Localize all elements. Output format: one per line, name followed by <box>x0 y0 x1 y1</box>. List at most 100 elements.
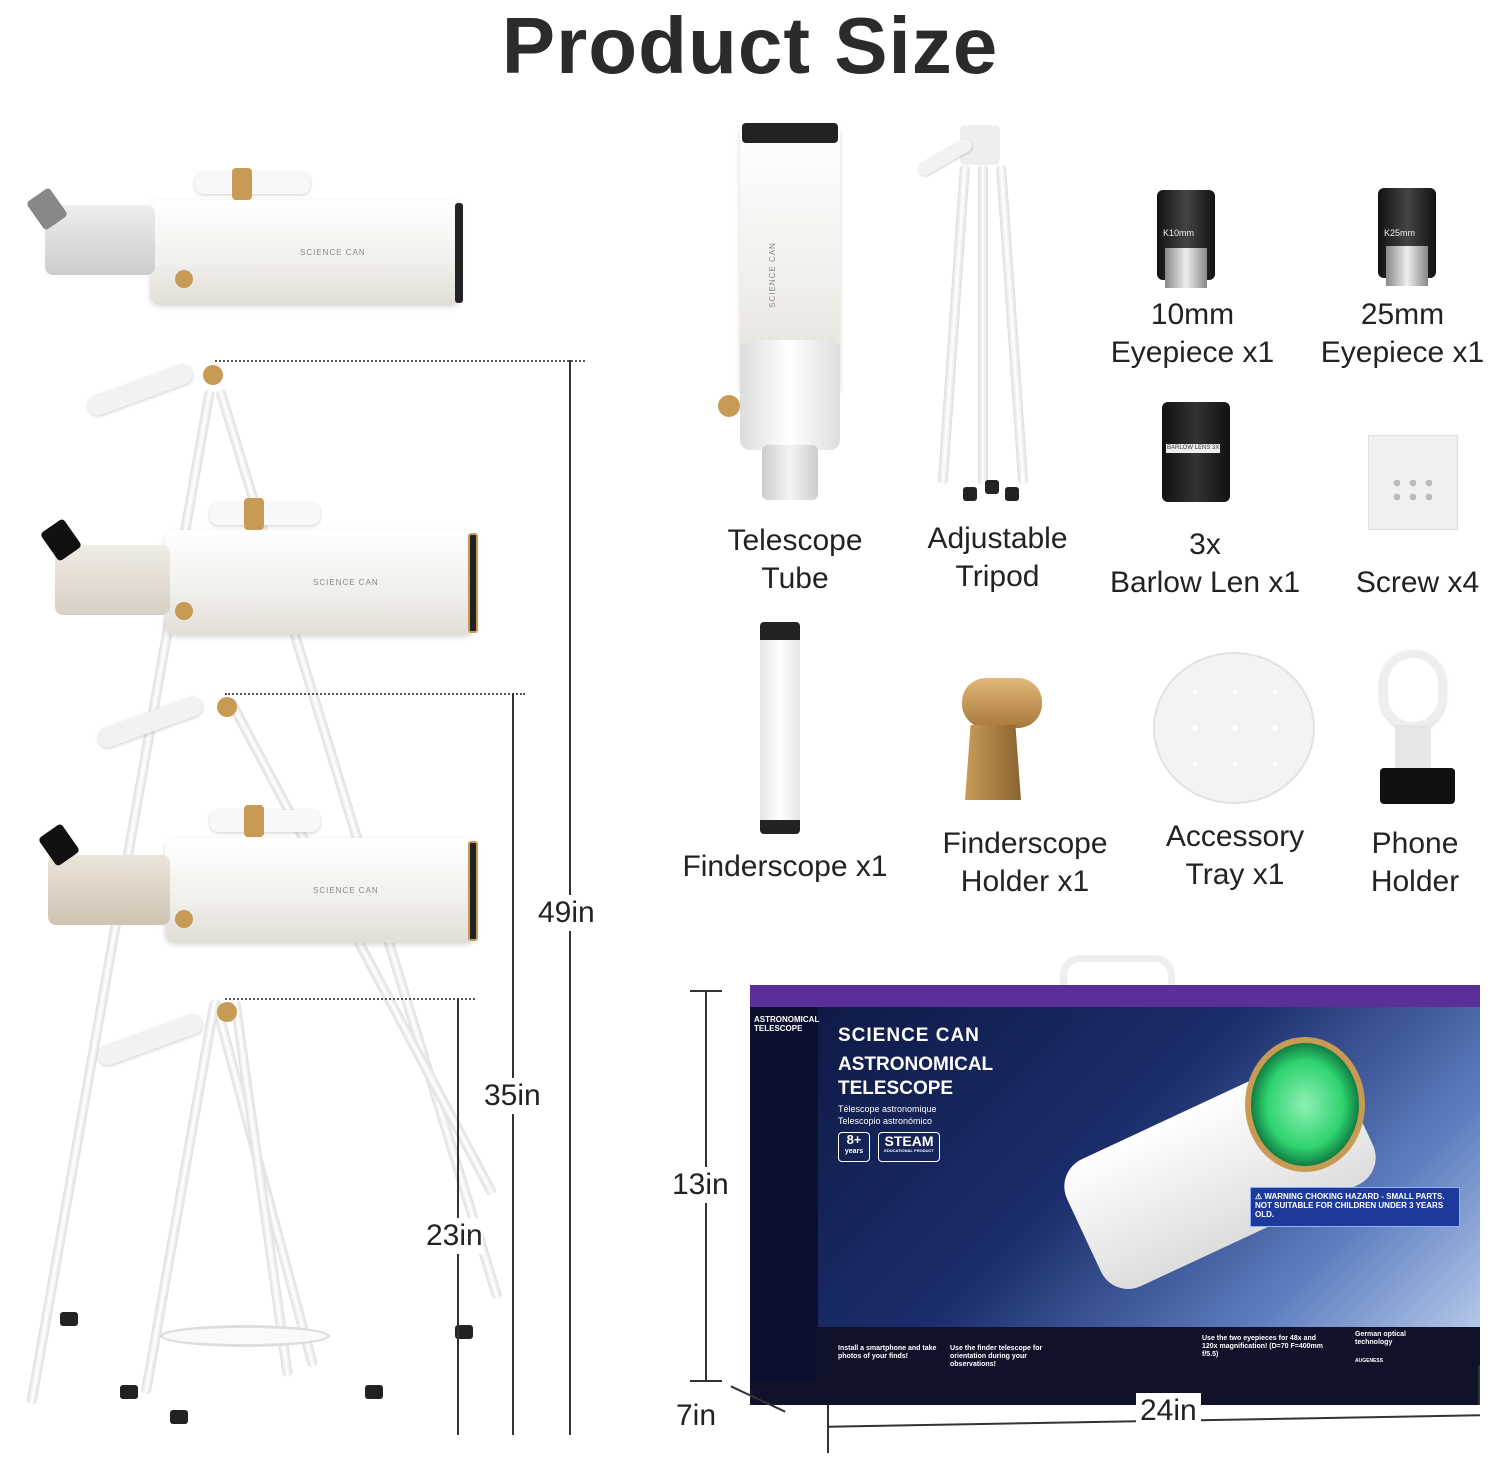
eyepiece-25mm-icon: K25mm <box>1378 188 1436 286</box>
phone-holder-icon <box>1380 650 1446 730</box>
box-height-label: 13in <box>672 1167 729 1203</box>
knob <box>175 910 193 928</box>
box-brand: SCIENCE CAN <box>838 1025 980 1046</box>
label-finderscope: Finderscope x1 <box>682 850 888 883</box>
tripod-tray <box>160 1325 330 1347</box>
label-phone-holder: Phone Holder <box>1370 827 1460 898</box>
label-barlow: 3x Barlow Len x1 <box>1109 528 1301 599</box>
phone-clamp <box>1380 768 1455 804</box>
age-unit: years <box>844 1147 864 1155</box>
screws <box>1389 476 1439 506</box>
finderscope-holder-icon <box>962 678 1042 728</box>
tripod-leg <box>230 999 293 1377</box>
box-feature-strip <box>818 1327 1480 1380</box>
height-label-max: 49in <box>538 895 595 931</box>
age-value: 8+ <box>846 1132 862 1147</box>
dim-tick <box>827 1405 829 1453</box>
tube-logo: SCIENCE CAN <box>313 886 379 895</box>
page-title: Product Size <box>501 1 999 90</box>
height-guide <box>215 360 585 362</box>
label-screw: Screw x4 <box>1355 566 1480 599</box>
height-line-23 <box>457 998 459 1435</box>
label-tripod: Adjustable Tripod <box>927 522 1068 593</box>
tripod-foot <box>170 1410 188 1424</box>
box-warning: ⚠ WARNING CHOKING HAZARD - SMALL PARTS. … <box>1250 1187 1460 1227</box>
diagonal <box>55 545 170 615</box>
tripod-leg <box>996 164 1029 485</box>
tripod-foot <box>365 1385 383 1399</box>
barlow-lens-icon: BARLOW LENS 3X <box>1162 402 1230 502</box>
box-depth-label: 7in <box>676 1399 717 1432</box>
tripod-leg <box>978 165 988 485</box>
focus-knob <box>718 395 740 417</box>
holder-base <box>965 725 1021 800</box>
telescope-tube <box>150 200 460 305</box>
lens-rim <box>468 841 478 941</box>
pan-handle <box>94 1011 206 1069</box>
label-10mm-eyepiece: 10mm Eyepiece x1 <box>1110 298 1275 369</box>
box-side-title: ASTRONOMICAL TELESCOPE <box>754 1015 820 1034</box>
focuser <box>740 340 840 450</box>
tripod-foot <box>963 487 977 501</box>
barlow-marking: BARLOW LENS 3X <box>1166 444 1221 453</box>
dim-tick <box>690 1380 722 1382</box>
knob <box>175 602 193 620</box>
lens-rim <box>455 203 463 303</box>
eyepiece-marking: K25mm <box>1384 228 1416 238</box>
box-subtitle-1: Télescope astronomique <box>838 1104 937 1114</box>
finderscope <box>210 503 320 525</box>
steam-badge: STEAM EDUCATIONAL PRODUCT <box>878 1132 940 1162</box>
height-label-min: 23in <box>426 1218 483 1254</box>
finder-bracket <box>244 498 264 530</box>
tripod-foot <box>120 1385 138 1399</box>
warning-text: ⚠ WARNING CHOKING HAZARD - SMALL PARTS. … <box>1255 1192 1445 1220</box>
knob <box>175 270 193 288</box>
height-label-mid: 35in <box>484 1078 541 1114</box>
height-guide <box>225 693 525 695</box>
box-feature-2: Use the finder telescope for orientation… <box>950 1345 1043 1369</box>
box-feature-4: German optical technology <box>1355 1331 1406 1347</box>
finderscope-icon <box>760 622 800 834</box>
box-feature-3: Use the two eyepieces for 48x and 120x m… <box>1202 1335 1323 1359</box>
height-line-35 <box>512 693 514 1435</box>
box-lens-art <box>1245 1037 1365 1172</box>
knob <box>217 1002 237 1022</box>
telescope-tube <box>165 838 475 943</box>
drawtube <box>762 445 818 500</box>
finderscope <box>210 810 320 832</box>
finder-bracket <box>232 168 252 200</box>
phone-holder-arm <box>1395 725 1431 770</box>
diagonal <box>48 855 170 925</box>
tripod-leg <box>937 164 970 485</box>
label-25mm-eyepiece: 25mm Eyepiece x1 <box>1320 298 1485 369</box>
tripod-foot <box>455 1325 473 1339</box>
box-title-1: ASTRONOMICAL <box>838 1054 994 1075</box>
tube-logo: SCIENCE CAN <box>313 578 379 587</box>
eyepiece-10mm-icon: K10mm <box>1157 190 1215 288</box>
box-width-label: 24in <box>1136 1393 1201 1429</box>
box-side-panel: ASTRONOMICAL TELESCOPE <box>750 1007 820 1380</box>
age-badge: 8+ years <box>838 1132 870 1162</box>
knob <box>203 365 223 385</box>
screw-bag-icon <box>1368 435 1458 530</box>
label-accessory-tray: Accessory Tray x1 <box>1165 820 1305 891</box>
label-finder-holder: Finderscope Holder x1 <box>942 827 1108 898</box>
label-telescope-tube: Telescope Tube <box>727 524 863 595</box>
steam-label: STEAM <box>884 1133 934 1149</box>
box-handle <box>1060 955 1175 995</box>
tube-logo: SCIENCE CAN <box>767 242 777 308</box>
finder-bracket <box>244 805 264 837</box>
finderscope <box>195 172 310 194</box>
box-subtitle-2: Telescopio astronómico <box>838 1116 933 1126</box>
tube-logo: SCIENCE CAN <box>300 248 366 257</box>
steam-sub: EDUCATIONAL PRODUCT <box>884 1148 934 1154</box>
eyepiece-marking: K10mm <box>1163 228 1195 238</box>
knob <box>217 697 237 717</box>
tripod-foot <box>1005 487 1019 501</box>
box-feature-1: Install a smartphone and take photos of … <box>838 1345 937 1361</box>
tripod-foot <box>60 1312 78 1326</box>
product-box: ASTRONOMICAL TELESCOPE SCIENCE CAN ASTRO… <box>750 985 1480 1405</box>
accessory-tray-icon <box>1153 652 1315 804</box>
pan-handle <box>84 361 196 419</box>
tube-cap <box>742 123 838 143</box>
